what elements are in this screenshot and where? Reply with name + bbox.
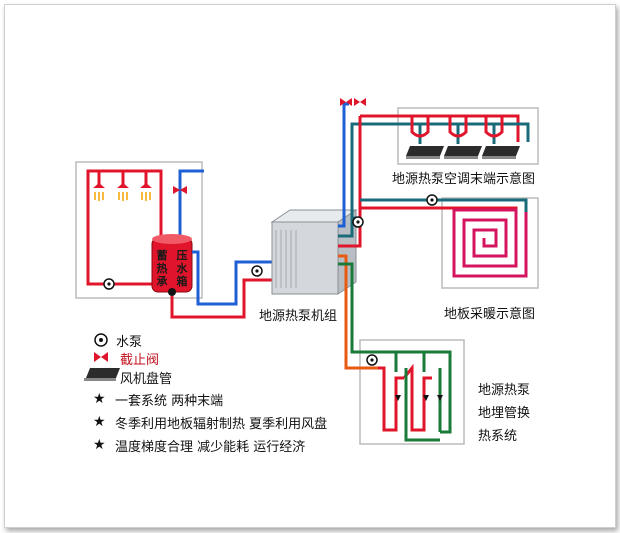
pump-icon	[251, 265, 263, 277]
buried-pipe-label-line2: 地埋管换	[478, 406, 531, 421]
fan-coil-icon	[482, 146, 520, 159]
pump-icon	[366, 354, 378, 366]
buried-pipe-label-line1: 地源热泵	[478, 383, 531, 398]
shower-heads	[93, 171, 152, 201]
shower-head-icon	[117, 171, 129, 201]
fan-coil-piping	[360, 114, 530, 144]
valve-icon	[340, 98, 352, 106]
tank-char: 热	[157, 261, 168, 275]
fan-coil-icon	[406, 146, 444, 159]
valve-icon	[354, 98, 366, 106]
tank-char: 水	[177, 261, 189, 275]
legend-fan-coil-label: 风机盘管	[120, 372, 173, 387]
floor-heating-coil	[452, 208, 528, 278]
bullet-text: 冬季利用地板辐射制热 夏季利用风盘	[115, 417, 328, 432]
tank-char: 箱	[177, 274, 188, 288]
fan-coil-diagram-label: 地源热泵空调末端示意图	[392, 172, 536, 187]
pressure-hot-water-tank: 蓄 压 热 水 承 箱	[151, 234, 193, 296]
tank-char: 蓄	[157, 248, 168, 262]
pump-icon	[103, 278, 115, 290]
bullet-text: 温度梯度合理 减少能耗 运行经济	[115, 440, 306, 455]
pump-icon	[352, 216, 364, 228]
heat-pump-unit	[270, 209, 358, 295]
valve-icon	[173, 186, 187, 194]
ground-loop-enclosure	[359, 339, 465, 445]
star-icon: ★	[93, 437, 106, 453]
fan-coil-enclosure	[397, 107, 539, 165]
pump-icon	[426, 194, 438, 206]
legend-fan-coil-icon	[84, 368, 120, 381]
tank-char: 承	[157, 274, 169, 288]
legend-valve-label: 截止阀	[120, 353, 160, 368]
heat-pump-unit-label: 地源热泵机组	[259, 309, 338, 324]
tank-to-unit-pipes	[170, 250, 272, 319]
floor-heating-enclosure	[441, 197, 539, 289]
star-icons: ★ ★ ★	[93, 391, 106, 453]
legend-pump-label: 水泵	[116, 335, 143, 350]
shower-head-icon	[93, 171, 105, 201]
legend-pump-icon	[94, 333, 108, 347]
shower-head-icon	[140, 171, 152, 201]
fan-coil-icon	[444, 146, 482, 159]
legend-valve-icon	[94, 352, 108, 362]
ground-loop-pipes	[338, 254, 452, 442]
tank-cold-inlet	[178, 169, 204, 240]
bullet-text: 一套系统 两种末端	[115, 394, 224, 409]
ground-loop-arrows	[395, 395, 443, 401]
star-icon: ★	[93, 414, 106, 430]
unit-riser-pipes	[338, 102, 398, 248]
tank-enclosure	[75, 161, 203, 299]
star-icon: ★	[93, 391, 106, 407]
floor-heating-diagram-label: 地板采暖示意图	[444, 307, 536, 322]
buried-pipe-label-line3: 热系统	[478, 429, 518, 444]
tank-char: 压	[177, 248, 188, 262]
